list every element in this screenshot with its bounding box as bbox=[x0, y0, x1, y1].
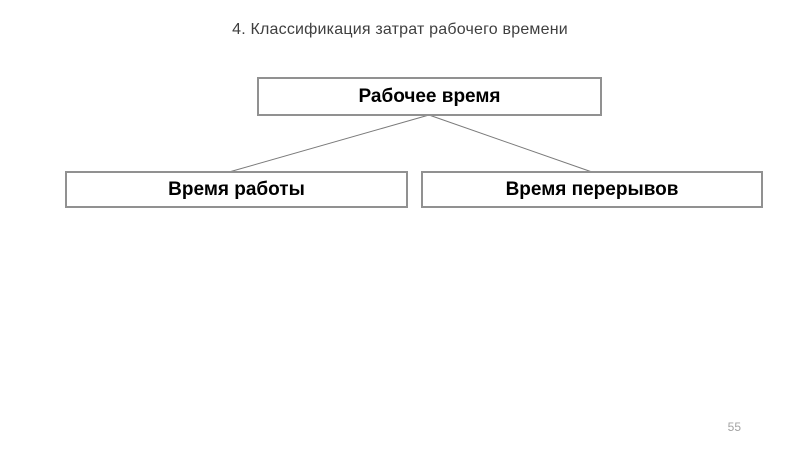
page-number: 55 bbox=[727, 420, 741, 434]
node-work-time: Время работы bbox=[65, 171, 408, 208]
node-working-time: Рабочее время bbox=[257, 77, 602, 116]
connector-left-branch bbox=[228, 114, 430, 173]
slide-title: 4. Классификация затрат рабочего времени bbox=[232, 21, 568, 38]
node-break-time: Время перерывов bbox=[421, 171, 763, 208]
connector-right-branch bbox=[428, 114, 593, 173]
